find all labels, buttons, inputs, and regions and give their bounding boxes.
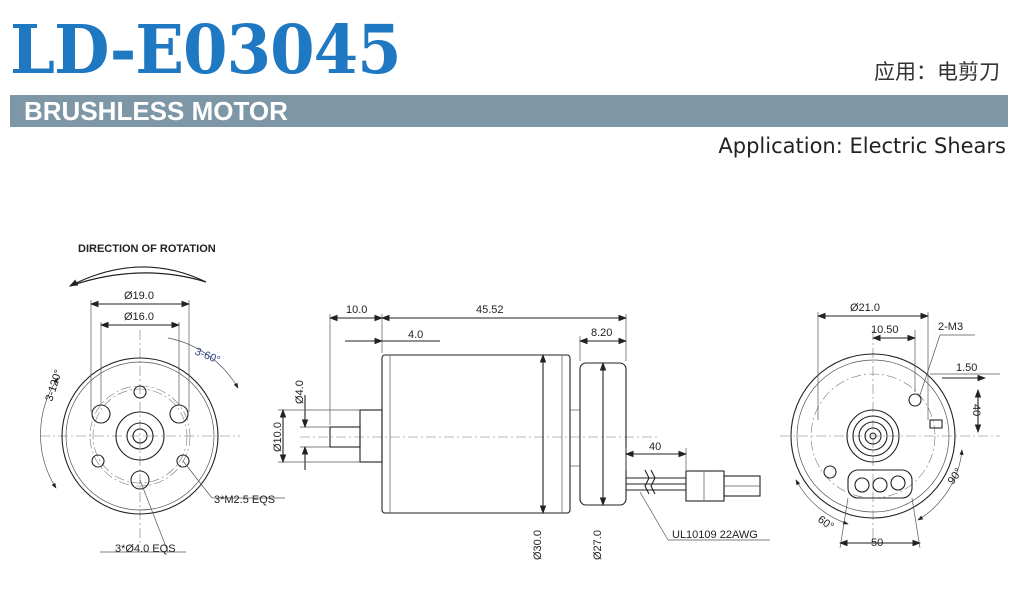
dim-rear-40: 40 <box>970 404 982 416</box>
wire-connector <box>685 470 725 502</box>
rear-sensor <box>929 419 943 429</box>
category-band: BRUSHLESS MOTOR <box>10 95 1008 127</box>
rotation-title: DIRECTION OF ROTATION <box>78 243 216 255</box>
dim-front-outer: Ø19.0 <box>124 290 154 302</box>
dim-cap-len: 8.20 <box>591 327 612 339</box>
rear-housing-circle <box>790 353 956 519</box>
application-cn: 应用：电剪刀 <box>874 60 1000 84</box>
mount-hole <box>91 404 111 424</box>
dim-shaft-d: Ø4.0 <box>294 380 306 404</box>
dim-boss-d: Ø10.0 <box>272 422 284 452</box>
rotation-arrow <box>69 266 207 287</box>
application-en: Application: Electric Shears <box>718 134 1006 158</box>
dim-rear-50: 50 <box>871 537 883 549</box>
mount-hole <box>169 404 189 424</box>
wire-note: UL10109 22AWG <box>672 529 758 541</box>
thread-hole <box>133 385 147 399</box>
dim-rear-outer: Ø21.0 <box>850 302 880 314</box>
rear-screw-hole <box>908 393 922 407</box>
dim-cap-d: Ø27.0 <box>592 530 604 560</box>
dim-rear-edge: 1.50 <box>956 362 977 374</box>
thread-hole <box>176 454 190 468</box>
front-view: DIRECTION OF ROTATION Ø19.0 Ø16.0 3-60° <box>40 243 285 555</box>
front-boss <box>115 411 165 461</box>
rear-thread-note: 2-M3 <box>938 321 963 333</box>
dim-body-d: Ø30.0 <box>532 530 544 560</box>
angle-3-120: 3-120° <box>43 368 64 403</box>
rear-hub <box>846 409 900 463</box>
side-view: 10.0 45.52 4.0 8.20 Ø4.0 Ø10.0 Ø30.0 Ø27… <box>272 304 770 560</box>
angle-rear-60: 60° <box>815 514 836 533</box>
rear-terminal-block <box>847 469 913 499</box>
category-title: BRUSHLESS MOTOR <box>24 96 288 126</box>
hole-note: 3*Ø4.0 EQS <box>115 543 176 555</box>
motor-boss <box>359 409 383 463</box>
angle-3-60: 3-60° <box>193 346 222 367</box>
dim-front-inner: Ø16.0 <box>124 311 154 323</box>
dim-lead: 40 <box>649 441 661 453</box>
thread-note: 3*M2.5 EQS <box>214 494 275 506</box>
front-housing-circle <box>61 357 219 515</box>
dim-step: 4.0 <box>408 329 423 341</box>
dim-rear-offset: 10.50 <box>871 324 899 336</box>
dim-shaft-len: 10.0 <box>346 304 367 316</box>
rear-screw-hole <box>823 465 837 479</box>
thread-hole <box>91 454 105 468</box>
mount-hole <box>130 470 150 490</box>
rear-view: Ø21.0 10.50 2-M3 1.50 40 90° 60° 50 <box>780 302 1000 549</box>
model-number: LD-E03045 <box>10 10 402 90</box>
dim-total-len: 45.52 <box>476 304 504 316</box>
motor-body <box>381 354 571 514</box>
